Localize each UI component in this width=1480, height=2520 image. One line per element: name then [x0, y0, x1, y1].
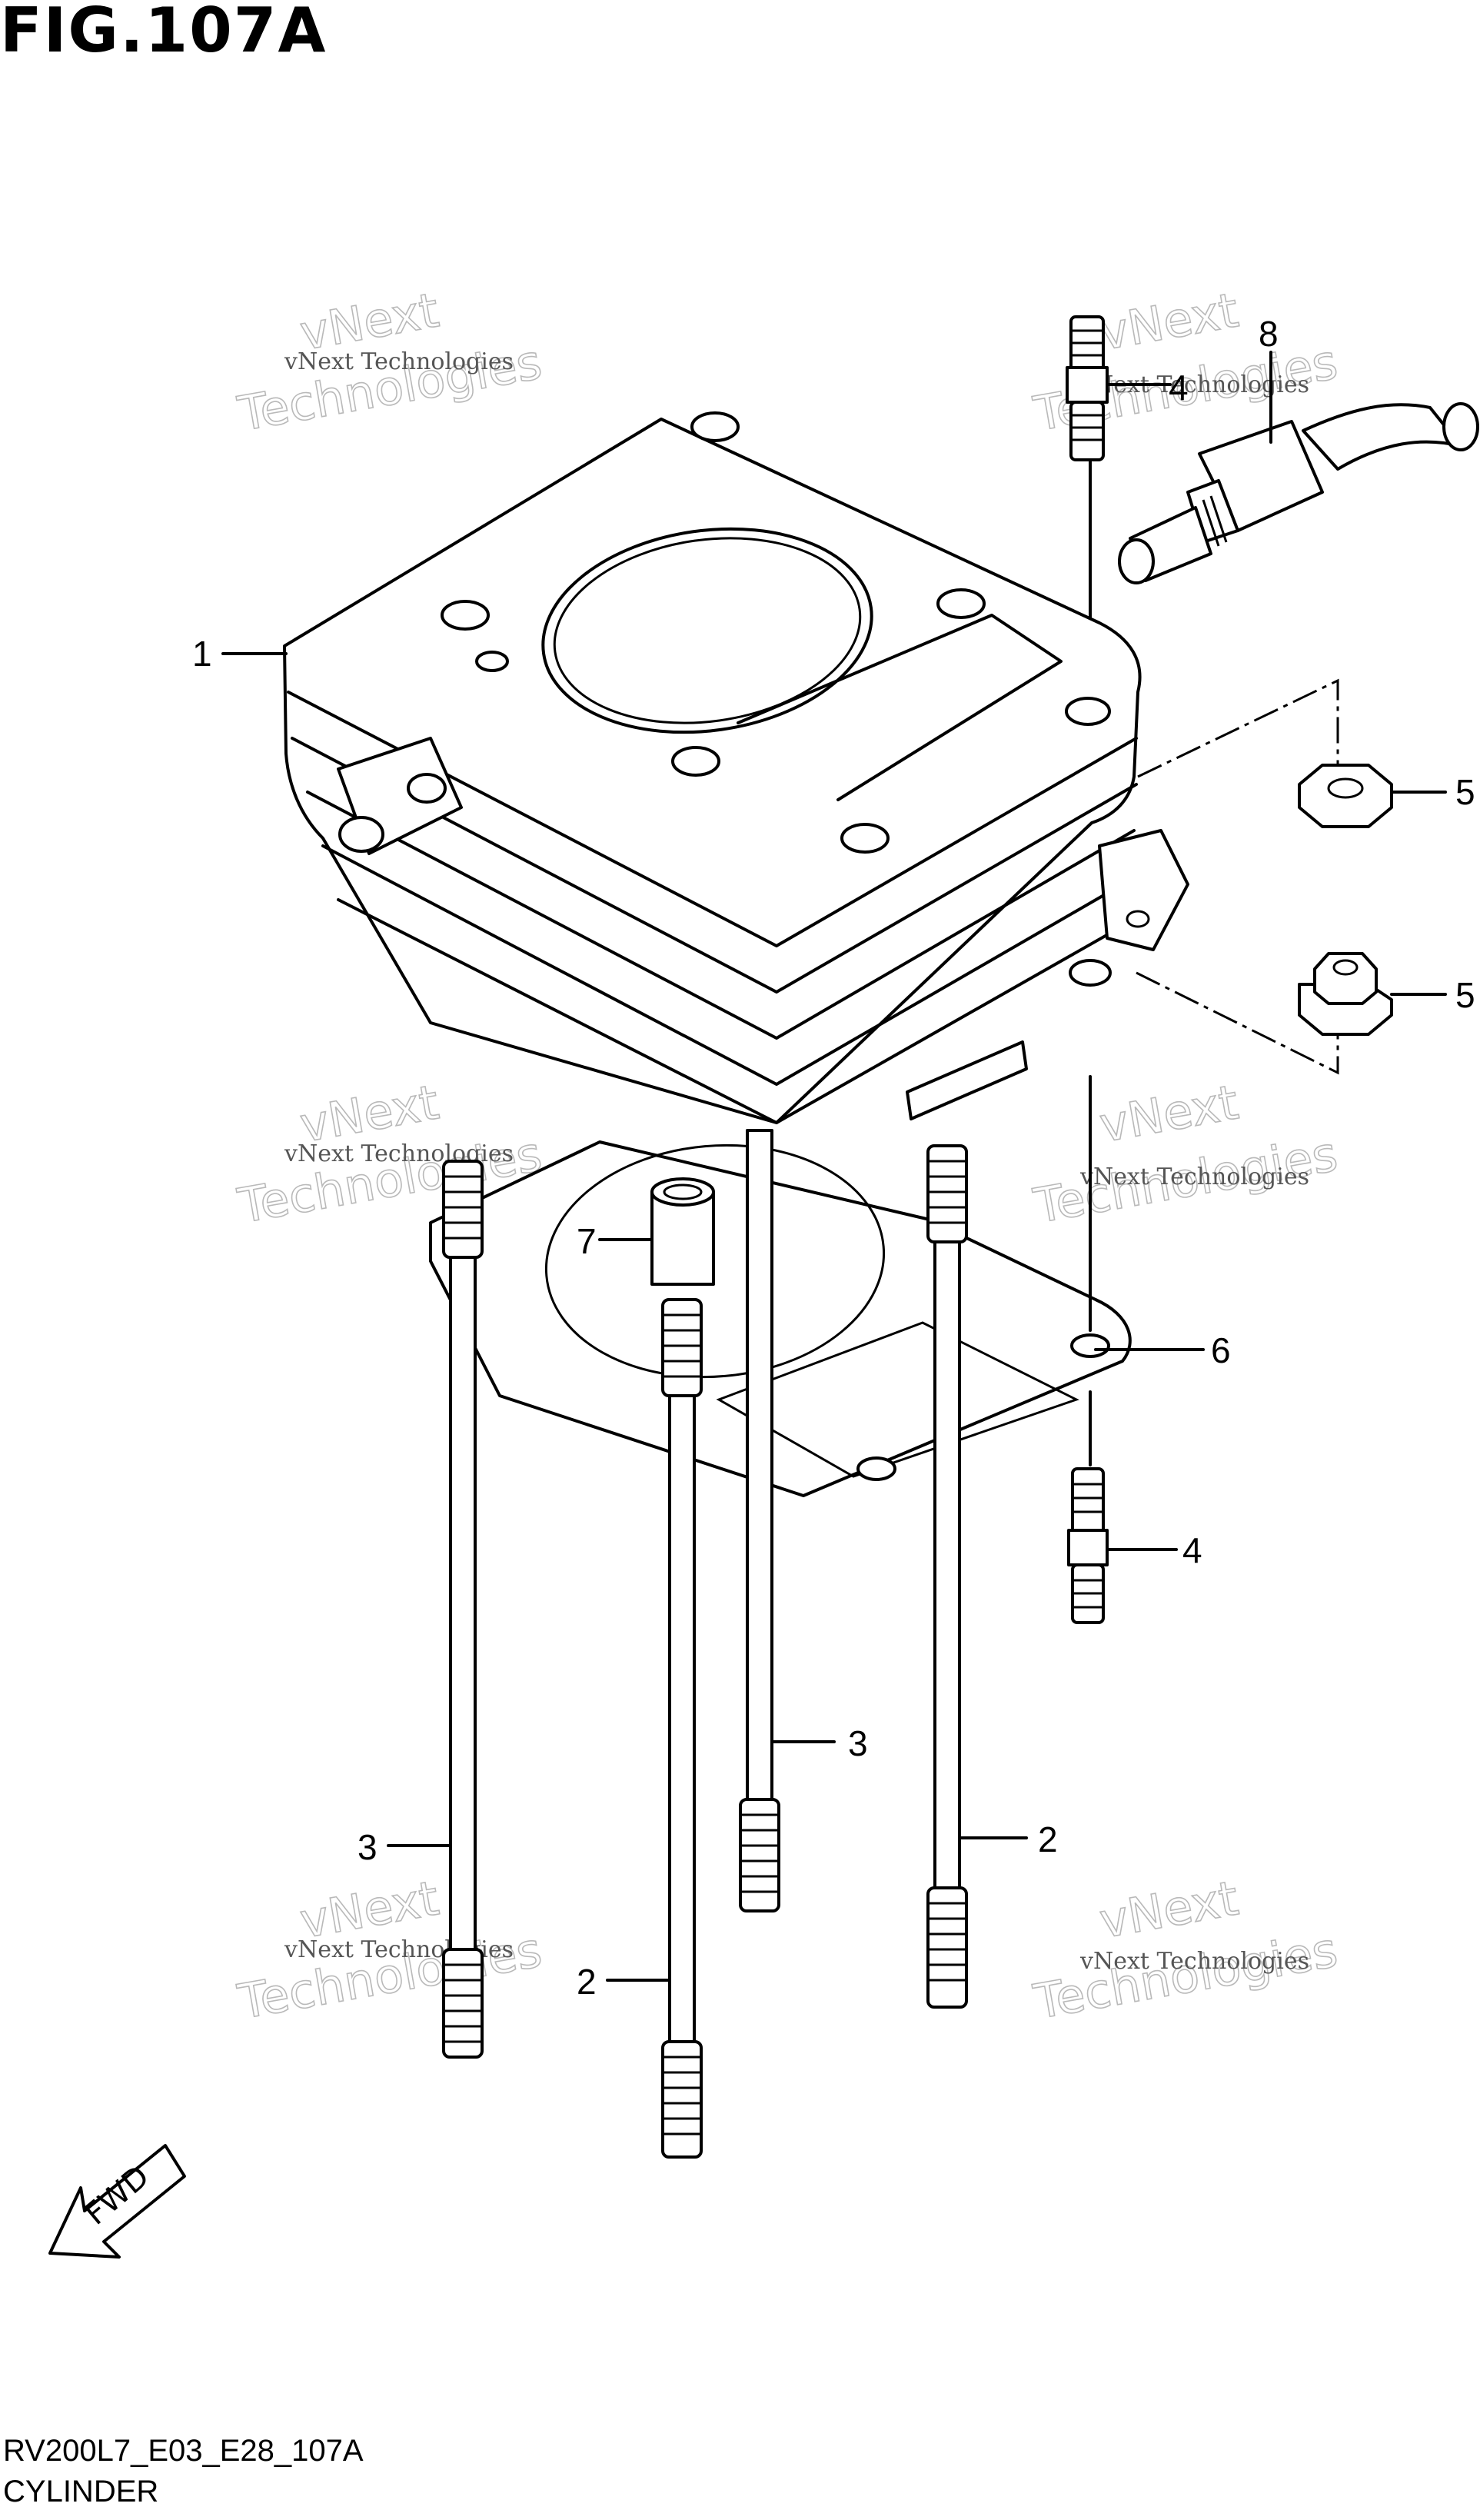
callout-part-4-top: 4: [1169, 368, 1189, 408]
callout-part-2-right: 2: [1038, 1819, 1058, 1859]
watermark-mid-right: vNext Technologies vNext Technologies: [1029, 1074, 1342, 1235]
figure-code: RV200L7_E03_E28_107A: [3, 2434, 364, 2468]
part-3-stud-right: [739, 1129, 780, 1912]
part-4-stud-bottom: [1067, 1467, 1109, 1624]
watermark-bottom-left: vNext Technologies vNext Technologies: [233, 1869, 546, 2031]
callout-part-6: 6: [1211, 1330, 1231, 1370]
part-6-gasket: [429, 1140, 1132, 1497]
part-8-sensor: [1118, 402, 1479, 584]
fwd-direction-arrow: FWD: [48, 2144, 186, 2259]
watermark-bottom-right: vNext Technologies vNext Technologies: [1029, 1869, 1342, 2031]
callout-part-4-bottom: 4: [1182, 1530, 1202, 1570]
part-1-cylinder: [283, 411, 1189, 1124]
watermark-big-line3: Technologies: [1029, 1922, 1342, 2030]
watermark-small: vNext Technologies: [1079, 1163, 1309, 1190]
figure-name: CYLINDER: [3, 2475, 159, 2508]
callout-part-7: 7: [577, 1221, 597, 1261]
callout-part-1: 1: [192, 634, 212, 674]
watermark-small: vNext Technologies: [1079, 1948, 1309, 1975]
watermark-small: vNext Technologies: [284, 348, 514, 375]
callout-part-5-upper: 5: [1455, 772, 1475, 812]
watermark-big-line2: vNext: [1096, 281, 1242, 361]
callout-part-2-left: 2: [577, 1962, 597, 2002]
part-2-stud-left: [661, 1298, 703, 2159]
part-4-stud-top: [1066, 315, 1109, 461]
callout-part-8: 8: [1259, 314, 1279, 354]
callout-part-3-right: 3: [848, 1723, 868, 1763]
callout-part-3-left: 3: [358, 1827, 377, 1867]
leader-dashed-upper: [1137, 678, 1339, 804]
figure-title: FIG.107A: [0, 0, 328, 66]
part-5-nut-lower: [1298, 952, 1393, 1036]
watermark-top-left: vNext Technologies vNext Technologies: [233, 281, 546, 443]
part-3-stud-left: [442, 1160, 484, 2059]
watermark-big-line2: vNext: [1096, 1074, 1242, 1153]
watermark-big-line2: vNext: [1096, 1869, 1242, 1949]
callout-part-5-lower: 5: [1455, 975, 1475, 1015]
fwd-arrow-icon: [48, 2144, 186, 2259]
leader-dashed-lower: [1136, 961, 1339, 1075]
part-2-stud-right: [926, 1144, 968, 2009]
part-5-nut-upper: [1298, 764, 1393, 828]
part-7-dowel-pin: [650, 1177, 715, 1286]
